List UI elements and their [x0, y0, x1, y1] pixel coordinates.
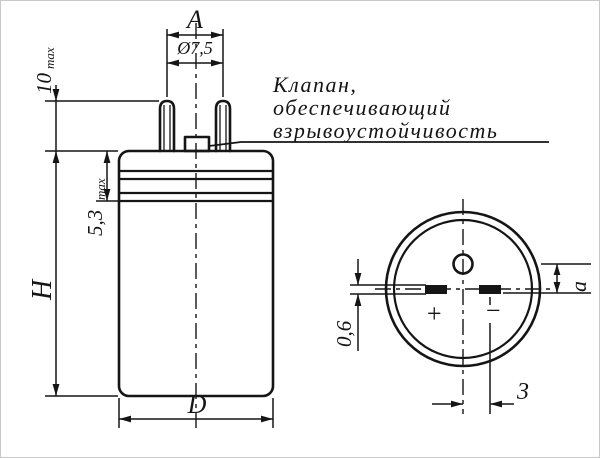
label-dim-H-text: H: [27, 278, 58, 301]
valve-note-line-3: взрывоустойчивость: [273, 118, 498, 143]
label-dim-3: 3: [516, 379, 529, 405]
positive-terminal: [425, 285, 447, 294]
label-dim-pin-diameter: Ø7,5: [176, 38, 213, 58]
label-dim-10max: 10 max: [32, 47, 57, 94]
valve-hole-circle: [452, 253, 474, 275]
arrowhead: [52, 384, 60, 396]
label-dim-06: 0,6: [332, 320, 356, 347]
arrowhead: [451, 400, 463, 408]
label-dim-a: a: [566, 281, 591, 292]
label-dim-a-text: a: [566, 281, 591, 292]
label-dim-53max-suffix: max: [93, 178, 108, 200]
arrowhead: [167, 31, 179, 39]
arrowhead: [211, 31, 223, 39]
minus-polarity-mark: −: [484, 296, 502, 325]
bottom-view-labels: + − a 0,6 3: [332, 281, 591, 405]
label-dim-53max: 5,3 max: [83, 178, 108, 236]
label-dim-H: H: [27, 278, 58, 301]
side-view-labels: A Ø7,5 10 max 5,3 max H D Клапан, обеспе…: [27, 5, 498, 419]
arrowhead: [553, 264, 561, 275]
safety-valve: [183, 135, 211, 153]
arrowhead: [119, 415, 131, 423]
label-dim-06-text: 0,6: [332, 320, 356, 347]
arrowhead: [211, 59, 223, 67]
label-dim-53max-value: 5,3: [83, 210, 107, 236]
arrowhead: [103, 189, 111, 201]
case-outer-circle: [384, 210, 542, 368]
arrowhead: [52, 89, 60, 101]
valve-note-line-2: обеспечивающий: [273, 95, 452, 120]
label-dim-10max-suffix: max: [42, 47, 57, 69]
label-dim-D: D: [187, 390, 207, 419]
arrowhead: [354, 294, 362, 306]
arrowhead: [553, 282, 561, 293]
plus-polarity-mark: +: [425, 299, 443, 328]
arrowhead: [490, 400, 502, 408]
case-inner-circle: [392, 218, 534, 360]
arrowhead: [103, 151, 111, 163]
arrowhead: [261, 415, 273, 423]
valve-note-line-1: Клапан,: [272, 72, 357, 97]
arrowhead: [354, 273, 362, 285]
valve-note-leader-line: [208, 141, 549, 147]
label-dim-A: A: [185, 5, 203, 34]
arrowhead: [167, 59, 179, 67]
capacitor-bottom-view: [375, 199, 553, 414]
bottom-view-dimensions: [350, 259, 591, 414]
side-view-dimensions: [45, 29, 549, 428]
negative-terminal: [479, 285, 501, 294]
right-lead: [214, 99, 232, 153]
left-lead: [158, 99, 176, 153]
label-dim-10max-value: 10: [32, 73, 56, 95]
capacitor-side-view: [117, 23, 275, 428]
arrowhead: [52, 151, 60, 163]
